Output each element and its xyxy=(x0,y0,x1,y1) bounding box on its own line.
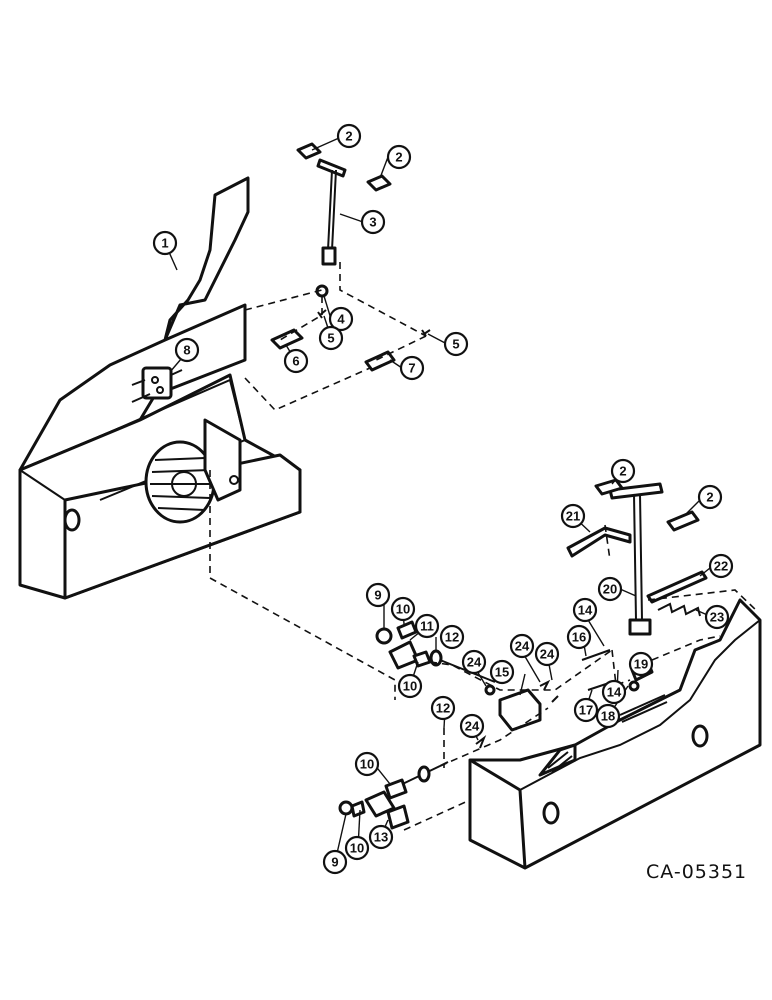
svg-text:9: 9 xyxy=(331,855,338,870)
svg-text:10: 10 xyxy=(396,602,410,617)
svg-text:7: 7 xyxy=(408,361,415,376)
callout-1: 1 xyxy=(152,230,178,256)
callout-10c: 10 xyxy=(354,751,380,777)
callout-10a: 10 xyxy=(390,596,416,622)
svg-text:16: 16 xyxy=(572,630,586,645)
svg-text:19: 19 xyxy=(634,657,648,672)
callout-18: 18 xyxy=(595,703,621,729)
svg-text:10: 10 xyxy=(350,841,364,856)
drawing-number: CA-05351 xyxy=(646,861,747,883)
svg-text:14: 14 xyxy=(578,603,593,618)
svg-text:2: 2 xyxy=(619,464,626,479)
callout-22: 22 xyxy=(708,553,734,579)
lower-rod-assembly xyxy=(338,478,759,831)
svg-text:5: 5 xyxy=(452,337,459,352)
svg-text:2: 2 xyxy=(345,129,352,144)
callout-2d: 2 xyxy=(697,484,723,510)
callout-6: 6 xyxy=(283,348,309,374)
svg-text:4: 4 xyxy=(337,312,345,327)
svg-text:23: 23 xyxy=(710,610,724,625)
callout-4: 4 xyxy=(328,306,354,332)
callout-9b: 9 xyxy=(322,849,348,875)
right-housing-assembly xyxy=(468,598,762,870)
svg-text:14: 14 xyxy=(607,685,622,700)
callout-24c: 24 xyxy=(461,649,487,675)
svg-text:20: 20 xyxy=(603,582,617,597)
svg-text:5: 5 xyxy=(327,331,334,346)
callout-2a: 2 xyxy=(336,123,362,149)
switch-part-8 xyxy=(131,366,183,403)
callout-24d: 24 xyxy=(459,713,485,739)
callout-14a: 14 xyxy=(572,597,598,623)
callout-2b: 2 xyxy=(386,144,412,170)
svg-text:12: 12 xyxy=(445,630,459,645)
svg-text:18: 18 xyxy=(601,709,615,724)
callout-7: 7 xyxy=(399,355,425,381)
callout-8: 8 xyxy=(174,337,200,363)
callout-13: 13 xyxy=(368,824,394,850)
svg-text:2: 2 xyxy=(395,150,402,165)
callout-16: 16 xyxy=(566,624,592,650)
svg-text:24: 24 xyxy=(467,655,482,670)
svg-text:24: 24 xyxy=(515,639,530,654)
upper-rod-assembly xyxy=(244,142,431,411)
svg-text:12: 12 xyxy=(436,701,450,716)
svg-text:1: 1 xyxy=(161,236,168,251)
callout-12b: 12 xyxy=(430,695,456,721)
svg-text:10: 10 xyxy=(360,757,374,772)
svg-text:13: 13 xyxy=(374,830,388,845)
svg-text:21: 21 xyxy=(566,509,580,524)
svg-text:3: 3 xyxy=(369,215,376,230)
callout-23: 23 xyxy=(704,604,730,630)
callout-20: 20 xyxy=(597,576,623,602)
callout-10d: 10 xyxy=(344,835,370,861)
callout-12a: 12 xyxy=(439,624,465,650)
svg-text:9: 9 xyxy=(374,588,381,603)
callout-17: 17 xyxy=(573,697,599,723)
svg-text:15: 15 xyxy=(495,665,509,680)
callout-14b: 14 xyxy=(601,679,627,705)
svg-text:24: 24 xyxy=(540,647,555,662)
motor xyxy=(144,418,242,524)
callout-11: 11 xyxy=(414,613,440,639)
callouts: 1 2 2 3 4 5 5 6 7 8 2 2 21 22 20 23 14 1… xyxy=(152,123,734,875)
svg-text:11: 11 xyxy=(420,619,434,634)
callout-2c: 2 xyxy=(610,458,636,484)
callout-5b: 5 xyxy=(443,331,469,357)
svg-text:22: 22 xyxy=(714,559,728,574)
svg-text:17: 17 xyxy=(579,703,593,718)
callout-19: 19 xyxy=(628,651,654,677)
svg-text:6: 6 xyxy=(292,354,299,369)
svg-text:10: 10 xyxy=(403,679,417,694)
callout-10b: 10 xyxy=(397,673,423,699)
svg-text:8: 8 xyxy=(183,343,190,358)
svg-text:2: 2 xyxy=(706,490,713,505)
callout-21: 21 xyxy=(560,503,586,529)
callout-24a: 24 xyxy=(509,633,535,659)
callout-15: 15 xyxy=(489,659,515,685)
callout-3: 3 xyxy=(360,209,386,235)
callout-5a: 5 xyxy=(318,325,344,351)
callout-24b: 24 xyxy=(534,641,560,667)
svg-text:24: 24 xyxy=(465,719,480,734)
callout-9a: 9 xyxy=(365,582,391,608)
left-housing-assembly xyxy=(18,176,302,600)
